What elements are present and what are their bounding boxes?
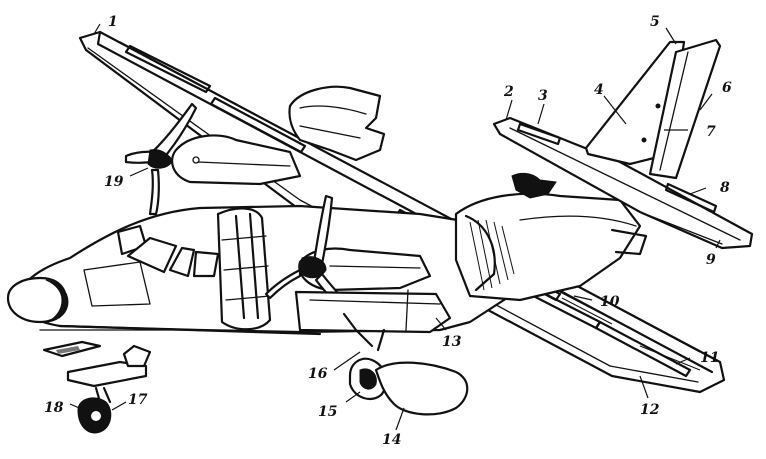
engine-nacelle-center bbox=[264, 194, 452, 334]
engine-cowl-detached bbox=[288, 85, 386, 162]
callout-14: 14 bbox=[382, 432, 401, 448]
callout-13: 13 bbox=[442, 334, 462, 350]
fuselage-frames bbox=[216, 207, 272, 331]
spinner bbox=[147, 149, 173, 169]
cockpit-windows bbox=[116, 224, 220, 278]
callout-3: 3 bbox=[538, 88, 548, 104]
door-panel bbox=[83, 261, 151, 307]
rudder bbox=[648, 38, 722, 180]
callout-8: 8 bbox=[720, 180, 730, 196]
trim-tab bbox=[664, 182, 718, 214]
callout-11: 11 bbox=[700, 350, 719, 366]
callout-19: 19 bbox=[104, 174, 124, 190]
nose-gear bbox=[42, 340, 152, 434]
callout-7: 7 bbox=[706, 124, 716, 140]
callout-16: 16 bbox=[308, 366, 328, 382]
callout-1: 1 bbox=[108, 14, 118, 30]
callout-4: 4 bbox=[594, 82, 604, 98]
propeller-blade bbox=[148, 102, 198, 162]
callout-2: 2 bbox=[503, 84, 514, 100]
callout-15: 15 bbox=[318, 404, 337, 420]
propeller-blade bbox=[264, 268, 302, 300]
horizontal-stabilizer bbox=[492, 116, 754, 250]
callout-18: 18 bbox=[44, 400, 64, 416]
engine-nacelle-left bbox=[124, 102, 302, 216]
leader-lines bbox=[69, 23, 721, 431]
callout-12: 12 bbox=[640, 402, 660, 418]
callout-9: 9 bbox=[706, 252, 716, 268]
callout-labels: 1 2 3 4 5 6 7 8 9 10 11 12 13 14 15 16 1… bbox=[44, 14, 732, 448]
vertical-fin bbox=[584, 38, 722, 180]
callout-10: 10 bbox=[600, 294, 620, 310]
callout-5: 5 bbox=[650, 14, 660, 30]
wheel-fairing bbox=[374, 361, 469, 416]
main-gear bbox=[342, 312, 469, 416]
propeller-blade bbox=[312, 194, 334, 266]
spinner bbox=[299, 256, 327, 279]
callout-17: 17 bbox=[128, 392, 148, 408]
propeller-blade bbox=[148, 168, 160, 216]
tail-fairing bbox=[511, 172, 557, 199]
callout-6: 6 bbox=[722, 80, 732, 96]
